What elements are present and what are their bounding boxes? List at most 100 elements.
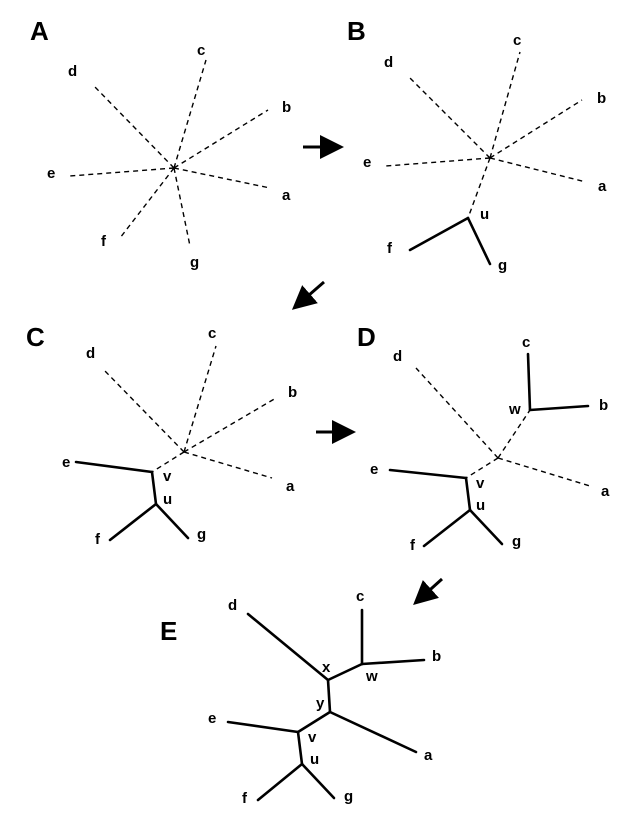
- edge-u-center: [467, 157, 491, 219]
- leaf-f: f: [101, 233, 107, 250]
- edge-a: [183, 451, 273, 479]
- panel-label-d: D: [357, 322, 376, 352]
- edge-b: [173, 109, 269, 169]
- edge-a: [173, 167, 271, 189]
- leaf-e: e: [363, 154, 371, 171]
- panel-d: D c d w b e v a u f g: [357, 322, 610, 554]
- node-w: w: [508, 401, 521, 418]
- leaf-b: b: [288, 384, 297, 401]
- leaf-a: a: [601, 483, 610, 500]
- leaf-d: d: [68, 63, 77, 80]
- edge-d: [415, 367, 499, 459]
- transition-arrow-d-e: [413, 577, 444, 606]
- leaf-d: d: [86, 345, 95, 362]
- leaf-e: e: [47, 165, 55, 182]
- leaf-g: g: [197, 526, 206, 543]
- edge-d: [93, 85, 175, 169]
- edge-u-f: [108, 502, 158, 542]
- leaf-e: e: [370, 461, 378, 478]
- leaf-g: g: [344, 788, 353, 805]
- edge-g: [173, 167, 191, 247]
- leaf-c: c: [356, 588, 364, 605]
- edge-u-g: [154, 502, 190, 540]
- edge-u-g: [300, 762, 336, 800]
- edge-u-f: [408, 216, 470, 252]
- panel-a: A c d b e a f g: [30, 16, 291, 271]
- edge-v-u: [296, 730, 304, 766]
- node-u: u: [476, 497, 485, 514]
- edge-u-g: [466, 216, 492, 266]
- leaf-b: b: [599, 397, 608, 414]
- node-y: y: [316, 695, 325, 712]
- node-u: u: [480, 206, 489, 223]
- edge-x-w: [326, 662, 364, 682]
- panel-b: B c d b e a u f g: [347, 16, 607, 274]
- edge-e: [385, 157, 491, 167]
- edge-v-e: [388, 468, 468, 480]
- panel-label-e: E: [160, 616, 177, 646]
- leaf-e: e: [62, 454, 70, 471]
- edge-x-y: [326, 678, 332, 714]
- node-u: u: [310, 751, 319, 768]
- leaf-f: f: [242, 790, 248, 807]
- edge-w-b: [360, 658, 426, 666]
- edge-f: [119, 167, 175, 239]
- leaf-e: e: [208, 710, 216, 727]
- edge-c: [173, 59, 207, 169]
- leaf-f: f: [387, 240, 393, 257]
- leaf-c: c: [513, 32, 521, 49]
- transition-arrow-b-c: [291, 280, 325, 310]
- edge-c: [183, 345, 217, 453]
- node-v: v: [476, 475, 485, 492]
- edge-c: [489, 51, 521, 159]
- leaf-g: g: [190, 254, 199, 271]
- panel-c: C c d b e a v u f g: [26, 322, 297, 548]
- node-v: v: [163, 468, 172, 485]
- leaf-a: a: [282, 187, 291, 204]
- node-u: u: [163, 491, 172, 508]
- leaf-g: g: [498, 257, 507, 274]
- edge-d: [407, 75, 491, 159]
- edge-w-center: [497, 409, 531, 459]
- leaf-b: b: [432, 648, 441, 665]
- node-v: v: [308, 729, 317, 746]
- edge-e: [69, 167, 175, 177]
- leaf-g: g: [512, 533, 521, 550]
- leaf-c: c: [208, 325, 216, 342]
- edge-y-a: [328, 710, 418, 754]
- edge-v-e: [226, 720, 300, 734]
- edge-v-center: [465, 457, 499, 479]
- edge-v-center: [151, 451, 185, 473]
- edge-u-g: [468, 508, 504, 546]
- panel-label-a: A: [30, 16, 49, 46]
- leaf-c: c: [522, 334, 530, 351]
- leaf-d: d: [384, 54, 393, 71]
- leaf-b: b: [282, 99, 291, 116]
- edge-w-c: [526, 352, 532, 412]
- edge-v-u: [464, 476, 472, 512]
- edge-v-e: [74, 460, 154, 474]
- leaf-f: f: [95, 531, 101, 548]
- edge-d: [103, 369, 185, 453]
- leaf-a: a: [424, 747, 433, 764]
- edge-w-b: [528, 404, 590, 412]
- edge-v-u: [150, 470, 158, 506]
- edge-y-v: [296, 710, 332, 734]
- leaf-a: a: [598, 178, 607, 195]
- node-x: x: [322, 659, 331, 676]
- panel-label-b: B: [347, 16, 366, 46]
- leaf-a: a: [286, 478, 295, 495]
- leaf-d: d: [393, 348, 402, 365]
- edge-x-d: [246, 612, 330, 682]
- node-w: w: [365, 668, 378, 685]
- panel-e: E d c b x w y e v a u f g: [160, 588, 441, 807]
- leaf-d: d: [228, 597, 237, 614]
- edge-u-f: [422, 508, 472, 548]
- edge-b: [489, 99, 583, 159]
- leaf-c: c: [197, 42, 205, 59]
- edge-u-f: [256, 762, 304, 802]
- leaf-f: f: [410, 537, 416, 554]
- edge-a: [497, 457, 591, 487]
- leaf-b: b: [597, 90, 606, 107]
